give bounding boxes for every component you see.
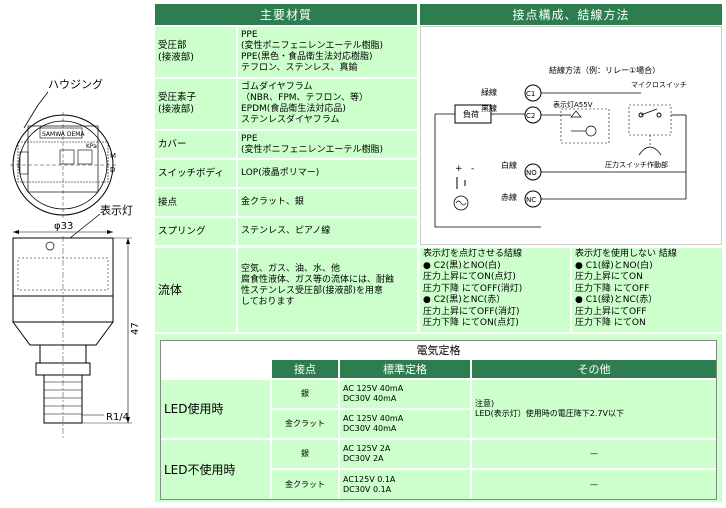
material-row-value: PPE(変性ポニフェニレンエーテル樹脂)PPE(黒色・食品衛生法対応樹脂)テフロ… [238, 27, 417, 77]
material-row-label: スプリング [155, 218, 236, 245]
contact-gold-2: 金クラット [272, 470, 338, 499]
material-row-label: スイッチボディ [155, 160, 236, 187]
diameter-dim: φ33 [54, 221, 73, 232]
led-nouse-label: LED不使用時 [161, 440, 270, 499]
housing-label: ハウジング [48, 77, 103, 91]
display-label: 表示灯 [100, 203, 133, 217]
brand-text: SAMWA DEMA [42, 131, 85, 138]
col-contact: 接点 [272, 360, 338, 378]
kpa-text: KPa [86, 143, 97, 150]
contact-gold-1: 金クラット [272, 410, 338, 438]
d-text: D [110, 166, 115, 174]
c1-terminal: C1 [526, 90, 535, 98]
material-row-label: 接点 [155, 189, 236, 216]
red-wire-label: 赤線 [501, 192, 517, 202]
col-standard: 標準定格 [340, 360, 470, 378]
materials-header: 主要材質 [155, 4, 417, 25]
led-use-label: LED使用時 [161, 380, 270, 438]
material-row-label: 受圧素子(接液部) [155, 79, 236, 129]
material-row-value: ゴムダイヤフラム（NBR、FPM、テフロン、等）EPDM(食品衛生法対応品)ステ… [238, 79, 417, 129]
wiring-header: 接点構成、結線方法 [420, 4, 722, 25]
height-dim: 47 [130, 322, 141, 335]
fluid-value: 空気、ガス、油、水、他 腐食性液体、ガス等の流体には、耐蝕 性ステンレス受圧部(… [238, 248, 417, 332]
fluid-label: 流体 [155, 248, 236, 332]
led-label: 表示灯A55V [553, 100, 593, 109]
contact-silver-1: 銀 [272, 380, 338, 408]
note-cell: 注意)LED(表示灯）使用時の電圧降下2.7V以下 [472, 380, 716, 438]
led-off-box: 表示灯を使用しない 結線 ● C1(緑)とNO(白) 圧力上昇にてON 圧力下降… [572, 248, 722, 332]
material-row-label: カバー [155, 131, 236, 158]
col-other: その他 [472, 360, 716, 378]
led-on-box: 表示灯を点灯させる結線 ● C2(黒)とNO(白) 圧力上昇にてON(点灯) 圧… [420, 248, 570, 332]
m-text: M [110, 152, 116, 160]
wiring-diagram: 結線方法（例：リレー①場合） 負荷 緑線 黒線 白線 赤線 C1 C2 NO N… [420, 26, 722, 245]
green-wire-label: 緑線 [481, 87, 497, 97]
other-dash-2: — [472, 470, 716, 499]
black-wire-label: 黒線 [481, 103, 497, 113]
material-row-value: 金クラット、銀 [238, 189, 417, 216]
c2-terminal: C2 [526, 112, 535, 120]
material-row-label: 受圧部(接液部) [155, 27, 236, 77]
plus-sign: + [455, 164, 463, 174]
micro-switch-label: マイクロスイッチ [631, 81, 687, 89]
drawing-panel: ハウジング SAMWA DEMA KPa M D 表示灯 φ33 [0, 0, 153, 504]
material-row-value: PPE(変性ポニフェニレンエーテル樹脂) [238, 131, 417, 158]
electrical-title: 電気定格 [161, 341, 716, 358]
contact-silver-2: 銀 [272, 440, 338, 468]
wiring-title: 結線方法（例：リレー①場合） [549, 65, 660, 75]
other-dash-1: — [472, 440, 716, 468]
material-row-value: LOP(液晶ポリマー) [238, 160, 417, 187]
pressure-switch-drawing: ハウジング SAMWA DEMA KPa M D 表示灯 φ33 [10, 77, 141, 440]
white-wire-label: 白線 [501, 160, 517, 170]
no-terminal: NO [526, 169, 537, 177]
nc-terminal: NC [526, 196, 536, 204]
pressure-part-label: 圧力スイッチ作動部 [605, 160, 668, 169]
material-row-value: ステンレス、ピアノ線 [238, 218, 417, 245]
minus-sign: - [471, 164, 474, 174]
thread-dim: R1/4 [106, 412, 129, 423]
load-label: 負荷 [463, 109, 479, 119]
